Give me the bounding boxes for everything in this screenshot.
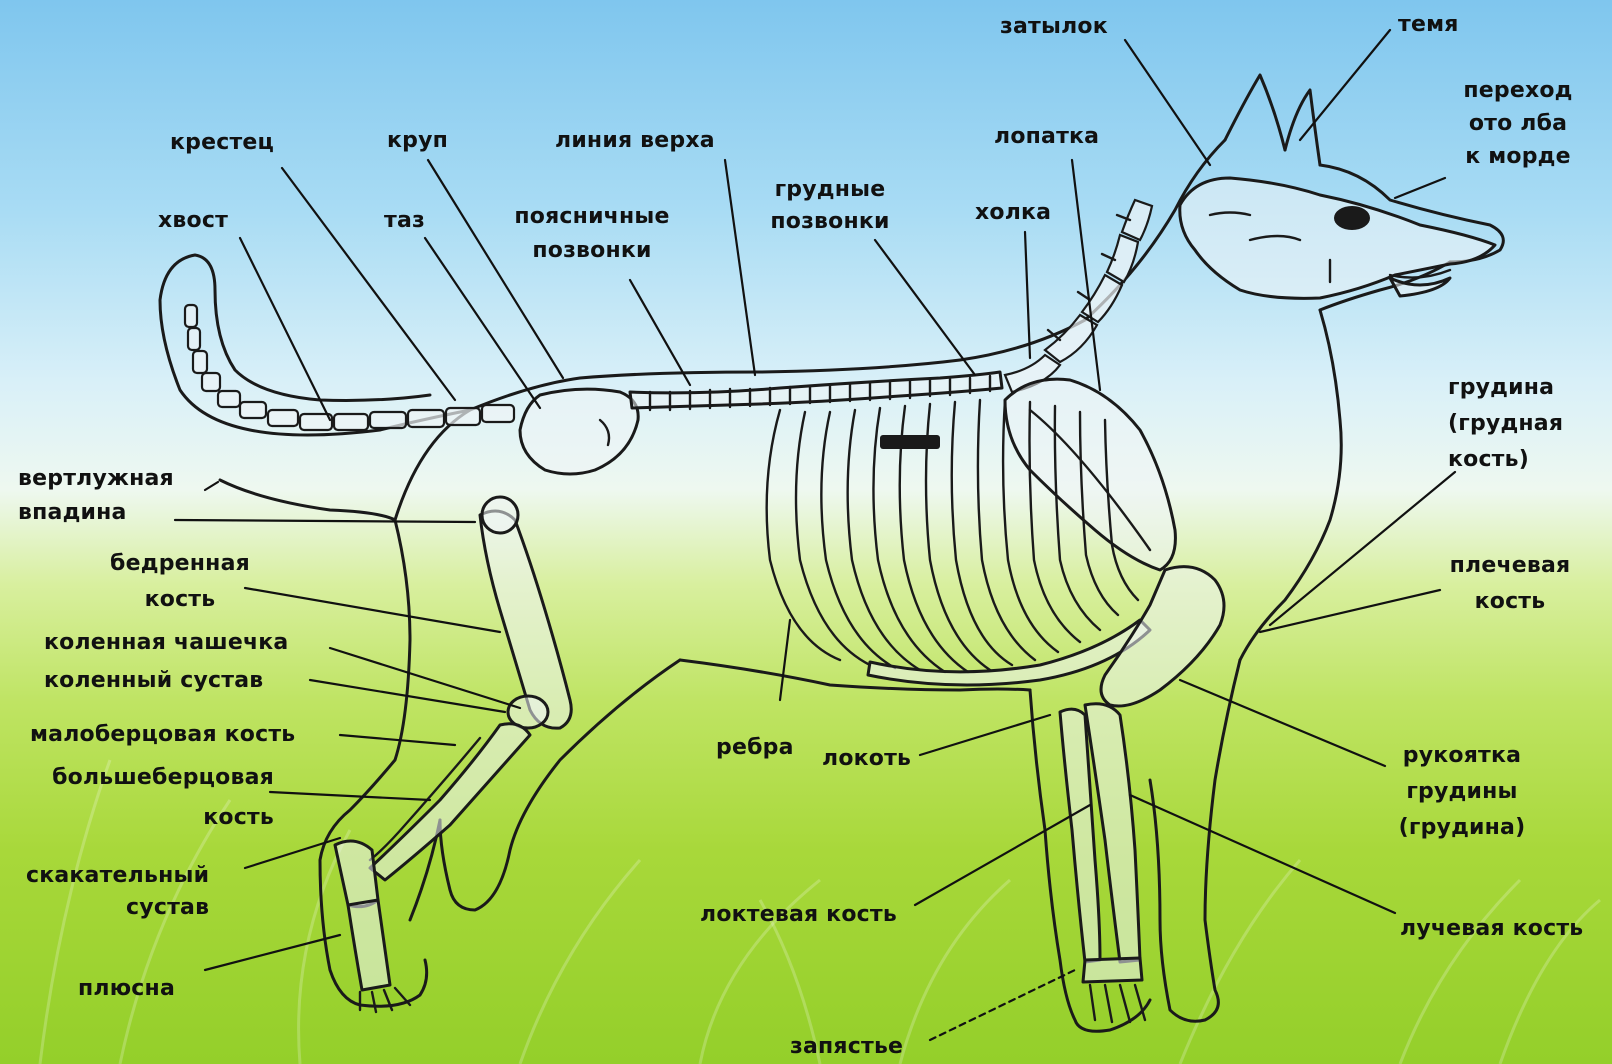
label-luchevaya-kost: лучевая кость: [1400, 916, 1583, 942]
label-plechevaya-kost: плечевая кость: [1440, 548, 1580, 620]
label-kolennyi-sustav: коленный сустав: [44, 668, 263, 694]
label-poyasnichnye-pozvonki-text: поясничные позвонки: [502, 200, 682, 268]
label-rukoyatka-grudiny: рукоятка грудины (грудина): [1392, 738, 1532, 846]
eye-socket: [1334, 206, 1370, 230]
label-grudnye-pozvonki-text: грудные позвонки: [760, 174, 900, 238]
label-skakatelnyi-sustav-text: скакательный сустав: [26, 860, 209, 924]
label-plyusna: плюсна: [78, 976, 175, 1002]
label-liniya-verha: линия верха: [555, 128, 715, 154]
label-zapyastie: запястье: [790, 1034, 903, 1060]
label-temya: темя: [1398, 12, 1459, 38]
label-zatylok: затылок: [1000, 14, 1108, 40]
label-perehod-text: переход ото лба к морде: [1458, 74, 1578, 173]
label-maloberczovaya-kost: малоберцовая кость: [30, 722, 295, 748]
label-taz: таз: [384, 208, 425, 234]
label-krup: круп: [387, 128, 448, 154]
label-bedrennaya-kost-text: бедренная кость: [110, 546, 250, 618]
tibia-bone: [370, 724, 530, 880]
label-plechevaya-kost-text: плечевая кость: [1440, 548, 1580, 620]
hock-bone: [335, 841, 378, 907]
label-lokot: локоть: [822, 746, 911, 772]
label-grudina-text: грудина (грудная кость): [1448, 370, 1563, 478]
label-vertluzhnaya-vpadina-text: вертлужная впадина: [18, 462, 174, 530]
label-grudnye-pozvonki: грудные позвонки: [760, 174, 900, 238]
pelvis-bone: [520, 389, 638, 474]
skeleton: [185, 178, 1495, 1022]
label-holka: холка: [975, 200, 1051, 226]
label-loktevaya-kost: локтевая кость: [700, 902, 897, 928]
label-lopatka: лопатка: [994, 124, 1099, 150]
label-vertluzhnaya-vpadina: вертлужная впадина: [18, 462, 174, 530]
label-krestets: крестец: [170, 130, 274, 156]
label-rebra: ребра: [716, 735, 794, 761]
label-skakatelnyi-sustav: скакательный сустав: [26, 860, 209, 924]
label-bolshebercovaya-kost-text: большеберцовая кость: [12, 758, 274, 838]
label-rukoyatka-grudiny-text: рукоятка грудины (грудина): [1392, 738, 1532, 846]
label-bolshebercovaya-kost: большеберцовая кость: [12, 758, 274, 838]
label-grudina: грудина (грудная кость): [1448, 370, 1563, 478]
label-hvost: хвост: [158, 208, 228, 234]
label-poyasnichnye-pozvonki: поясничные позвонки: [502, 200, 682, 268]
label-perehod: переход ото лба к морде: [1458, 74, 1578, 173]
carpus-bone: [1083, 958, 1142, 982]
metatarsus-bone: [348, 900, 390, 990]
label-kolennaya-chashechka: коленная чашечка: [44, 630, 288, 656]
label-bedrennaya-kost: бедренная кость: [110, 546, 250, 618]
